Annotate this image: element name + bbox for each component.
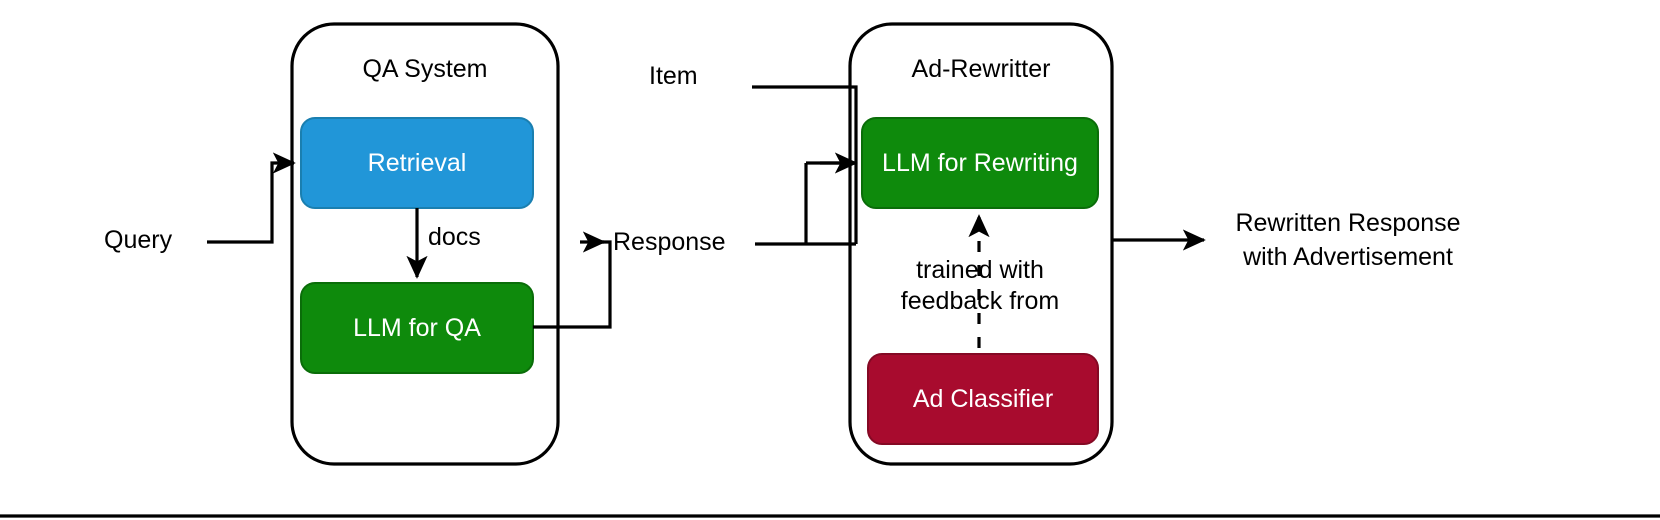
- node-llm-for-rewriting-shape: [861, 117, 1099, 209]
- group-title-qa-system: QA System: [362, 55, 488, 83]
- edge-item-to-rewriter: [752, 85, 858, 244]
- io-label-item: Item: [649, 62, 698, 90]
- group-title-ad-rewritter: Ad-Rewritter: [911, 55, 1051, 83]
- group-container-qa-system: [290, 22, 560, 466]
- node-llm-for-qa-shape: [300, 282, 534, 374]
- edge-label-docs: docs: [428, 223, 481, 251]
- edge-label-feedback-from: feedback from: [900, 287, 1060, 315]
- output-label-line1: Rewritten Response: [1235, 209, 1461, 237]
- output-label-line2: with Advertisement: [1243, 243, 1453, 271]
- node-retrieval-shape: [300, 117, 534, 209]
- io-label-response: Response: [613, 228, 726, 256]
- io-label-query: Query: [104, 226, 173, 254]
- edge-query-to-retrieval: [207, 152, 296, 244]
- edge-label-trained-with: trained with: [916, 256, 1044, 284]
- node-ad-classifier-shape: [867, 353, 1099, 445]
